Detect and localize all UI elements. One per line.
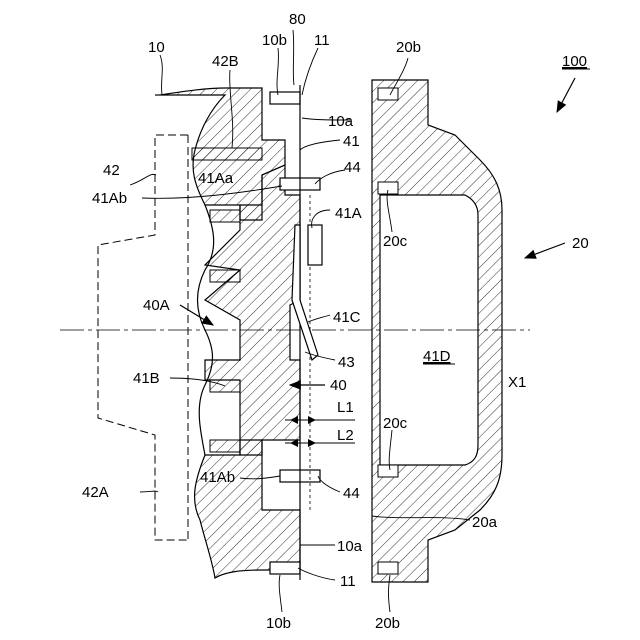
label-41A: 41A [335,205,362,222]
member-41 [205,165,300,455]
label-44-bot: 44 [343,485,360,502]
label-42B: 42B [212,53,239,70]
label-20c-top: 20c [383,233,408,250]
label-42A: 42A [82,484,109,501]
label-41: 41 [343,133,360,150]
label-44-top: 44 [344,159,361,176]
label-L1: L1 [337,399,354,416]
label-20: 20 [572,235,589,252]
bolt-41B-1 [210,210,240,222]
hole-20b-top [378,88,398,100]
label-40: 40 [330,377,347,394]
label-10a-bot: 10a [337,538,363,555]
arrow-20 [525,243,565,258]
hole-20c-bot [378,465,398,477]
label-11-top: 11 [314,32,330,49]
label-10b-bot: 10b [266,615,291,632]
label-20b-bot: 20b [375,615,400,632]
label-11-bot: 11 [340,573,356,590]
label-41Aa: 41Aa [198,170,234,187]
label-40A: 40A [143,297,170,314]
label-42: 42 [103,162,120,179]
pin-11-top [270,92,300,104]
label-100: 100 [562,53,587,70]
label-20a: 20a [472,514,498,531]
label-L2: L2 [337,427,354,444]
label-41Ab-top: 41Ab [92,190,127,207]
label-41D: 41D [423,348,451,365]
label-41B: 41B [133,370,160,387]
arrow-100 [557,78,575,112]
label-10b-top: 10b [262,32,287,49]
bolt-41B-4 [210,440,240,452]
hole-20b-bot [378,562,398,574]
bolt-41B-2 [210,270,240,282]
label-X1: X1 [508,374,526,391]
bolt-head-41A [308,225,322,265]
bolt-42B [192,148,262,160]
label-20b-top: 20b [396,39,421,56]
label-80: 80 [289,11,306,28]
label-10: 10 [148,39,165,56]
label-41Ab-bot: 41Ab [200,469,235,486]
label-20c-bot: 20c [383,415,408,432]
arrow-40A [180,305,213,325]
label-41C: 41C [333,309,361,326]
label-10a-top: 10a [328,113,354,130]
pin-11-bottom [270,562,300,574]
label-43: 43 [338,354,355,371]
member-10-bottom [195,440,300,578]
hole-20c-top [378,182,398,194]
cover-20 [372,80,502,582]
